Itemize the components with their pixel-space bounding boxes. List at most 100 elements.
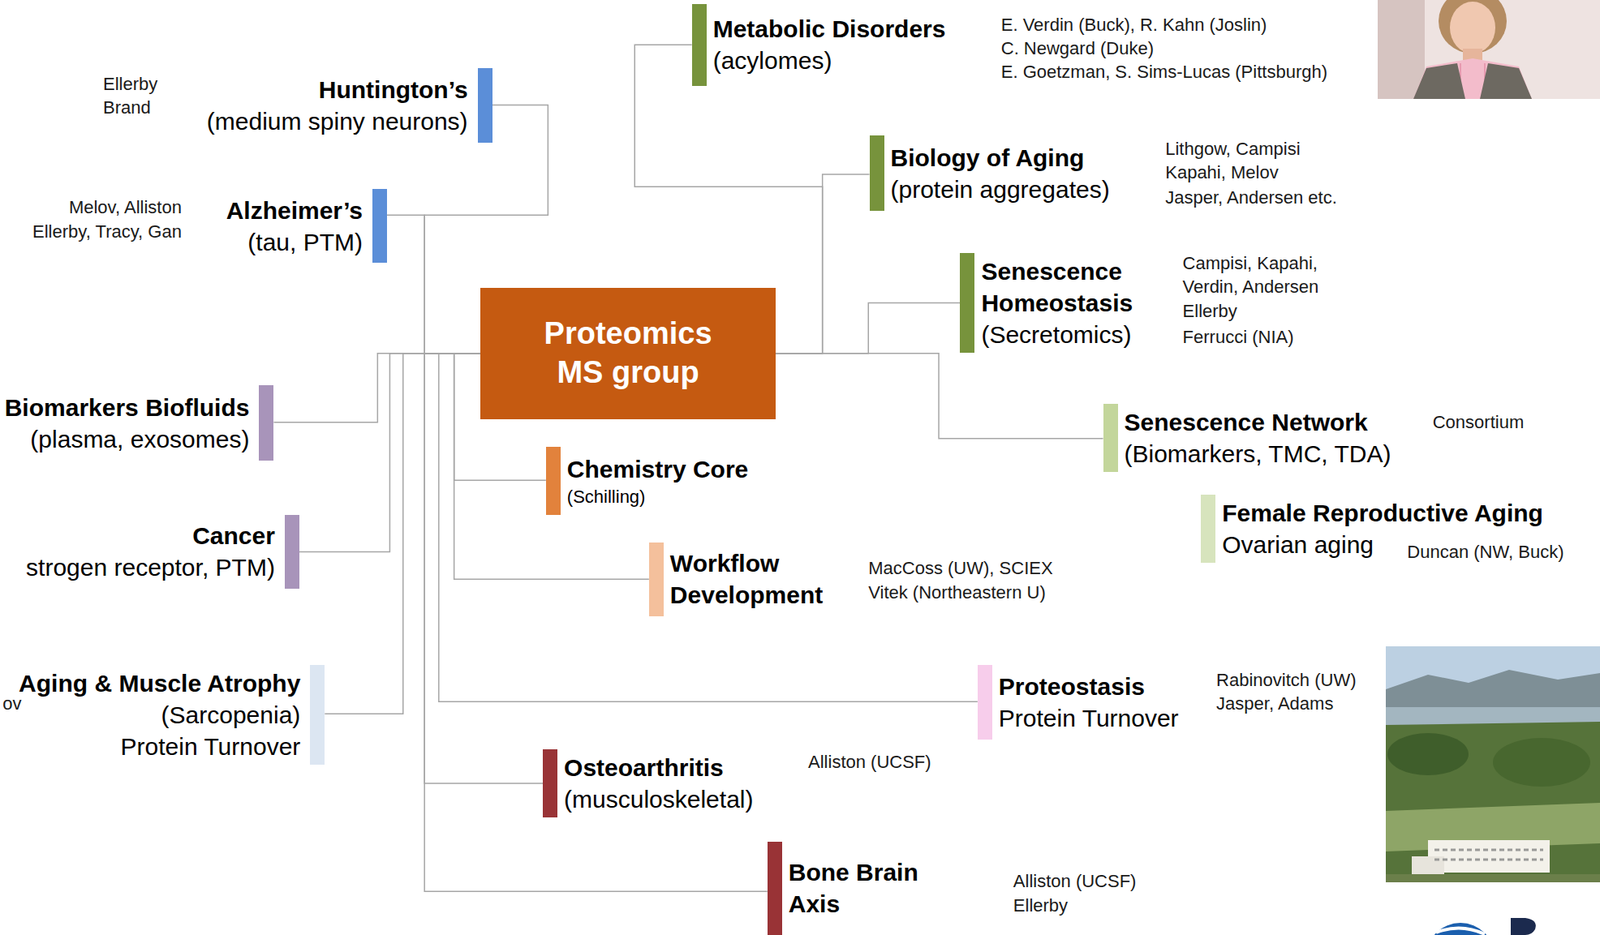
topic-title: Huntington’s <box>206 73 469 106</box>
collaborator-label: Ellerby <box>103 72 158 96</box>
topic-title: Biomarkers Biofluids <box>4 391 250 424</box>
topic-node: Biomarkers Biofluids(plasma, exosomes) <box>4 385 275 461</box>
color-bar <box>258 385 274 461</box>
connector <box>387 215 481 353</box>
topic-node: Senescence Homeostasis(Secretomics) <box>959 253 1148 353</box>
shirt <box>1413 58 1532 99</box>
topic-node: Senescence Network(Biomarkers, TMC, TDA) <box>1103 404 1392 473</box>
collaborator-label: Ellerby, Tracy, Gan <box>32 219 182 244</box>
tree-cluster <box>1387 733 1469 776</box>
text-column: Senescence Homeostasis(Secretomics) <box>980 253 1148 353</box>
topic-subtitle: (musculoskeletal) <box>563 783 753 816</box>
color-bar <box>546 447 561 516</box>
topic-node: Alzheimer’s(tau, PTM) <box>226 189 388 264</box>
color-bar <box>692 4 707 87</box>
color-bar <box>1200 494 1216 564</box>
topic-title: Workflow Development <box>670 547 837 611</box>
color-bar <box>1103 404 1119 473</box>
connector <box>324 353 481 715</box>
portrait-photo <box>1377 0 1600 99</box>
color-bar <box>477 68 493 143</box>
connector <box>775 353 1104 439</box>
collaborator-label: E. Goetzman, S. Sims-Lucas (Pittsburgh) <box>1001 60 1328 84</box>
topic-node: Bone Brain Axis <box>767 842 951 935</box>
collaborator-label: Consortium <box>1432 410 1524 435</box>
hills <box>1385 670 1600 714</box>
color-bar <box>309 665 325 766</box>
center-box: Proteomics MS group <box>480 288 775 420</box>
topic-subtitle: (medium spiny neurons) <box>206 105 469 138</box>
building-windows <box>1434 850 1544 861</box>
collaborator-label: Duncan (NW, Buck) <box>1406 540 1564 564</box>
collaborator-label: Rabinovitch (UW) <box>1216 668 1356 693</box>
collaborator-label: Brand <box>103 95 151 120</box>
face <box>1449 1 1496 54</box>
connector <box>424 353 768 892</box>
campus-photo <box>1385 646 1600 883</box>
sky <box>1385 646 1600 883</box>
topic-node: Metabolic Disorders(acylomes) <box>692 4 947 87</box>
topic-node: Chemistry Core(Schilling) <box>546 447 749 516</box>
collaborator-label: MacCoss (UW), SCIEX <box>868 556 1053 581</box>
text-column: Chemistry Core(Schilling) <box>567 447 749 516</box>
topic-title: Aging & Muscle Atrophy <box>18 667 301 700</box>
text-column: Biology of Aging(protein aggregates) <box>890 135 1110 211</box>
collaborator-label: ov <box>2 692 22 716</box>
topic-title: Osteoarthritis <box>563 752 753 784</box>
collaborator-label: Melov, Alliston <box>68 195 182 220</box>
hair <box>1438 0 1507 54</box>
text-column: Osteoarthritis(musculoskeletal) <box>563 749 753 818</box>
topic-subtitle: (protein aggregates) <box>890 173 1110 206</box>
collaborator-label: Vitek (Northeastern U) <box>868 580 1046 605</box>
collaborator-label: C. Newgard (Duke) <box>1001 36 1154 61</box>
topic-subtitle: (plasma, exosomes) <box>4 423 250 456</box>
collaborator-label: Verdin, Andersen <box>1182 275 1320 299</box>
topic-node: Biology of Aging(protein aggregates) <box>869 135 1110 211</box>
topic-subtitle: (Biomarkers, TMC, TDA) <box>1124 438 1392 470</box>
topic-node: ProteostasisProtein Turnover <box>977 665 1179 740</box>
color-bar <box>284 515 300 590</box>
text-column: Alzheimer’s(tau, PTM) <box>226 189 363 264</box>
topic-subtitle: Protein Turnover <box>18 731 301 763</box>
logo-circle <box>1426 923 1495 935</box>
topic-title: Proteostasis <box>998 670 1179 703</box>
topic-title: Cancer <box>25 520 276 552</box>
collaborator-label: Ellerby <box>1013 894 1068 918</box>
collaborator-label: Jasper, Andersen etc. <box>1165 185 1338 210</box>
color-bar <box>959 253 975 353</box>
text-column: Metabolic Disorders(acylomes) <box>713 4 947 87</box>
topic-node: Aging & Muscle Atrophy(Sarcopenia)Protei… <box>18 665 325 766</box>
text-column: Huntington’s(medium spiny neurons) <box>206 68 469 143</box>
topic-node: Cancerstrogen receptor, PTM) <box>25 515 300 590</box>
topic-title: Female Reproductive Aging <box>1221 497 1544 530</box>
collaborator-label: Ellerby <box>1182 299 1238 323</box>
color-bar <box>977 665 993 740</box>
topic-title: Chemistry Core <box>567 453 749 486</box>
topic-subtitle: Protein Turnover <box>998 702 1179 735</box>
text-column: Bone Brain Axis <box>788 842 951 935</box>
color-bar <box>372 189 388 264</box>
text-column: Aging & Muscle Atrophy(Sarcopenia)Protei… <box>18 665 301 766</box>
collaborator-label: Kapahi, Melov <box>1165 160 1278 185</box>
text-column: Workflow Development <box>670 542 837 617</box>
foreground <box>1385 874 1600 883</box>
connector <box>299 353 481 553</box>
collaborator-label: Alliston (UCSF) <box>1013 869 1137 894</box>
collaborator-label: Jasper, Adams <box>1216 692 1334 716</box>
topic-subtitle: (acylomes) <box>713 44 947 77</box>
topic-title: Biology of Aging <box>890 141 1110 174</box>
photo-wall <box>1377 0 1425 99</box>
topic-title: Senescence Homeostasis <box>980 255 1148 319</box>
center-title: Proteomics MS group <box>530 314 726 392</box>
topic-subtitle: (Schilling) <box>567 485 749 509</box>
topic-node: Huntington’s(medium spiny neurons) <box>206 68 493 143</box>
topic-subtitle: strogen receptor, PTM) <box>25 551 276 584</box>
collaborator-label: Ferrucci (NIA) <box>1182 325 1295 349</box>
collaborator-label: Lithgow, Campisi <box>1165 137 1300 161</box>
topic-title: Bone Brain Axis <box>788 856 951 921</box>
text-column: ProteostasisProtein Turnover <box>998 665 1179 740</box>
color-bar <box>767 842 783 935</box>
topic-title: Senescence Network <box>1124 406 1392 439</box>
